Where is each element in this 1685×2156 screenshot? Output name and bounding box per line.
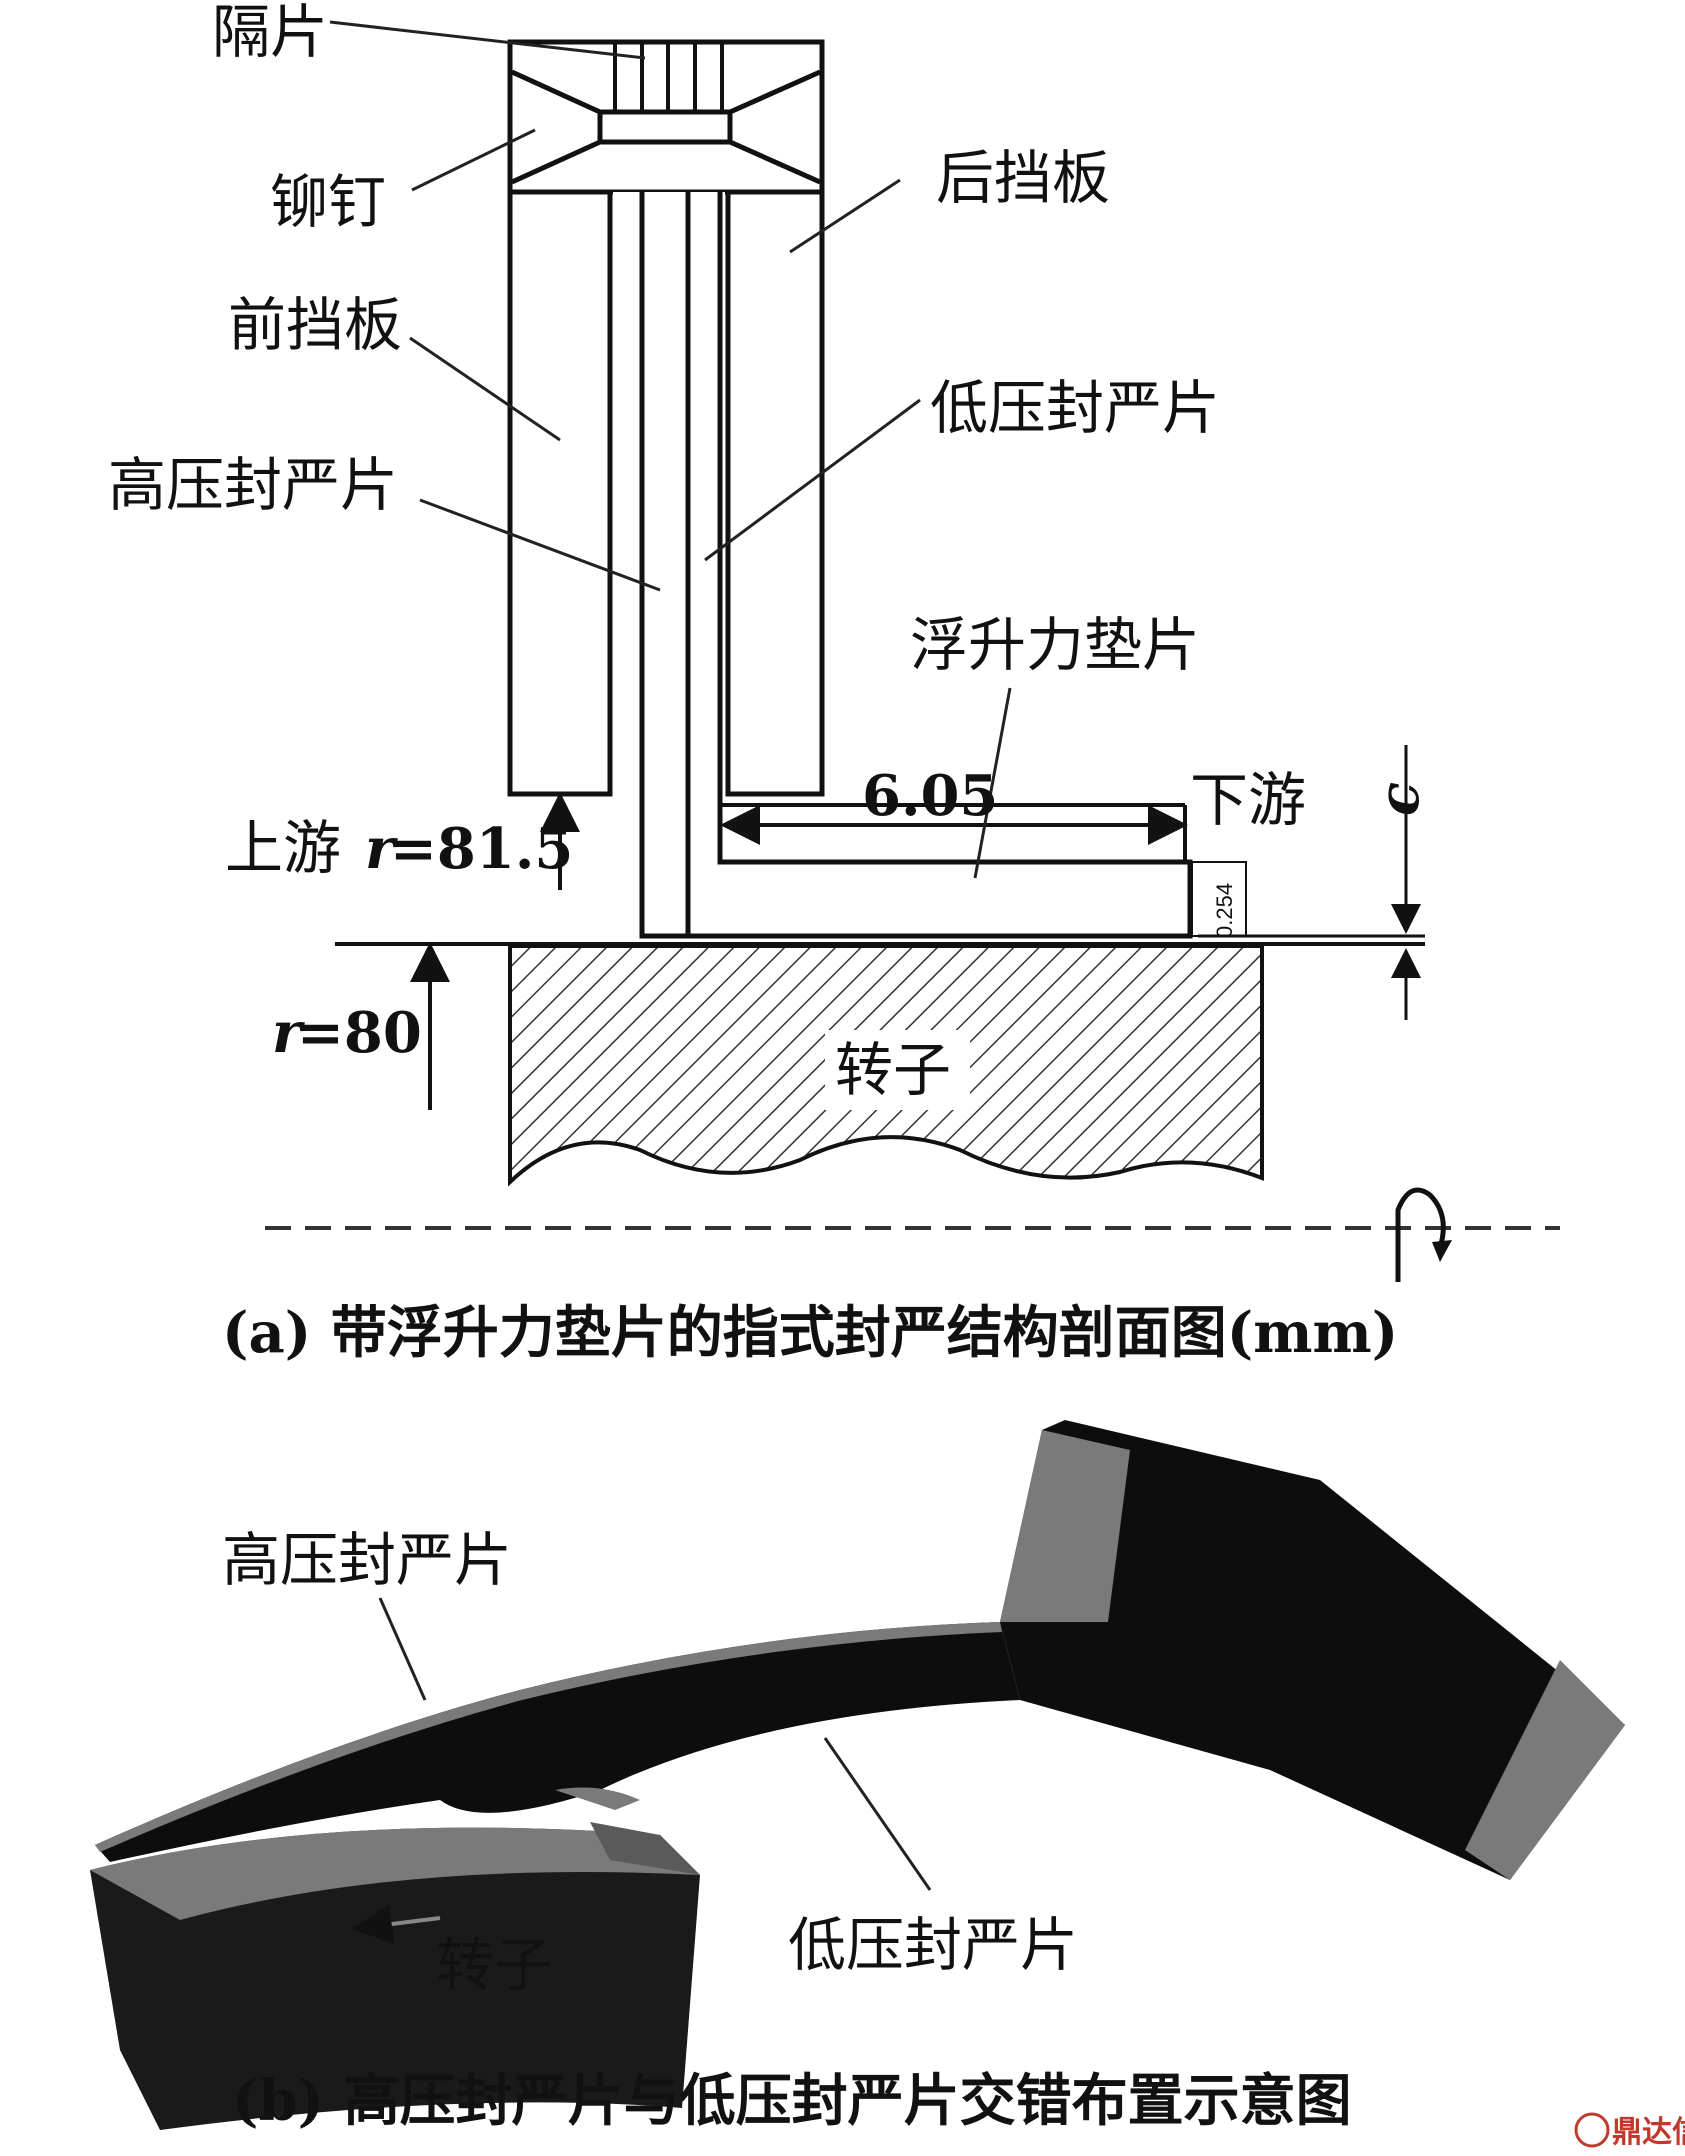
label-rotor-a: 转子 [835,1036,951,1104]
watermark-logo: 鼎达信 [1574,2112,1685,2150]
arrangement-diagram-b: 高压封严片 低压封严片 转子 (b) 高压封严片与低压封严片交错布置示意图 [90,1420,1625,2134]
watermark-text: 鼎达信 [1612,2115,1685,2150]
label-hp-finger: 高压封严片 [108,451,398,519]
label-downstream: 下游 [1190,766,1306,834]
rotor-direction-arrow [352,1904,441,1944]
caption-b: (b) 高压封严片与低压封严片交错布置示意图 [232,2068,1352,2134]
label-rivet: 铆钉 [270,168,386,236]
rotation-icon [1395,1187,1446,1282]
caption-a: (a) 带浮升力垫片的指式封严结构剖面图(mm) [222,1300,1398,1366]
label-r-rotor-var: r [272,1000,305,1066]
section-diagram-a: 隔片 铆钉 后挡板 前挡板 低压封严片 高压封严片 浮升力垫片 6.05 下游 … [108,0,1560,1366]
label-lp-finger: 低压封严片 [930,374,1220,442]
rivet [510,69,822,185]
label-lift-pad: 浮升力垫片 [910,611,1200,679]
label-pad-thickness: 0.254 [1212,883,1237,938]
label-r-rotor-val: =80 [297,1000,422,1066]
label-clearance: c [1366,782,1432,816]
label-hp-finger-b: 高压封严片 [222,1526,512,1594]
label-upstream: 上游 [225,814,341,882]
label-r-upstream-val: =81.5 [390,816,573,882]
label-pad-length: 6.05 [862,763,998,829]
label-rear-plate: 后挡板 [936,144,1110,212]
label-lp-finger-b: 低压封严片 [788,1911,1078,1979]
seal-block-upper [1000,1420,1625,1880]
label-front-plate: 前挡板 [228,291,402,359]
label-rotor-b: 转子 [436,1931,552,1999]
hp-finger-strip [95,1622,1020,1862]
label-r-upstream-var: r [365,816,398,882]
label-spacer: 隔片 [212,0,328,66]
